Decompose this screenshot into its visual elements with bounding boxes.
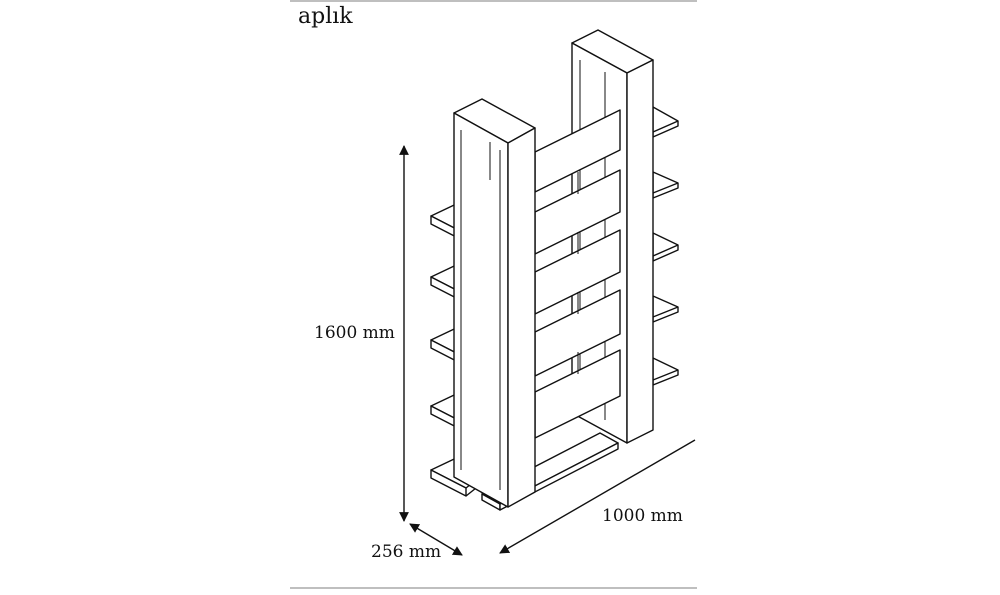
front-post [453, 98, 536, 508]
depth-dimension-label: 256 mm [371, 542, 442, 562]
depth-dimension-arrow [409, 523, 463, 556]
back-panels [534, 109, 621, 439]
width-dimension-arrow [499, 439, 696, 554]
width-dimension-label: 1000 mm [602, 506, 683, 526]
right-shelves [652, 106, 679, 386]
diagram-title: aplık [298, 4, 353, 29]
height-dimension-label: 1600 mm [314, 323, 395, 343]
